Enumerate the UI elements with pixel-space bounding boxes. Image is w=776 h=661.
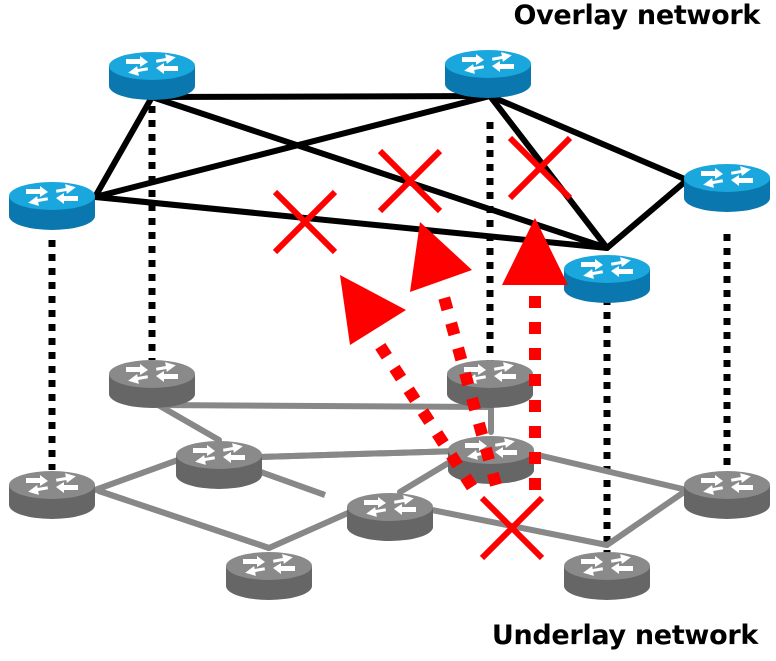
failure-x-icon [507, 135, 573, 201]
failure-x-icon [479, 495, 545, 561]
overlay-router-top-left[interactable] [109, 52, 195, 100]
router-arrows-icon [26, 184, 78, 206]
router-top [684, 471, 770, 499]
underlay-router-i[interactable] [684, 471, 770, 519]
arrow-head-icon [410, 222, 472, 292]
overlay-router-top-right[interactable] [445, 50, 531, 98]
underlay-network-label: Underlay network [491, 620, 758, 651]
arrow-head-icon [340, 275, 406, 345]
router-arrows-icon [126, 362, 178, 384]
overlay-router-bottom[interactable] [564, 255, 650, 303]
router-arrows-icon [243, 554, 295, 576]
overlay-link [604, 177, 690, 251]
underlay-router-g[interactable] [226, 552, 312, 600]
router-top [447, 360, 533, 388]
overlay-link [92, 93, 493, 200]
underlay-link [397, 459, 453, 495]
router-arrows-icon [701, 473, 753, 495]
underlay-link [429, 507, 610, 548]
router-top [564, 255, 650, 283]
router-arrows-icon [126, 54, 178, 76]
router-top [109, 360, 195, 388]
router-arrows-icon [364, 495, 416, 517]
router-arrows-icon [193, 443, 245, 465]
overlay-routers [9, 50, 770, 303]
underlay-link [150, 399, 222, 443]
underlay-router-h[interactable] [564, 552, 650, 600]
failure-propagation-arrow [436, 288, 502, 487]
underlay-router-b[interactable] [176, 441, 262, 489]
overlay-link [149, 93, 493, 100]
underlay-link [604, 487, 690, 548]
router-arrows-icon [26, 473, 78, 495]
failure-x-icon [272, 189, 338, 255]
overlay-router-right[interactable] [684, 164, 770, 212]
underlay-link [96, 488, 272, 551]
failure-markers [272, 135, 573, 561]
router-top [9, 471, 95, 499]
failure-propagation-arrow [367, 331, 478, 491]
router-top [445, 50, 531, 78]
router-top [109, 52, 195, 80]
overlay-link [149, 94, 610, 251]
overlay-router-left[interactable] [9, 182, 95, 230]
arrow-head-icon [502, 218, 568, 285]
overlay-link [487, 93, 690, 183]
overlay-link [92, 194, 610, 251]
underlay-link [266, 510, 351, 551]
router-top [564, 552, 650, 580]
underlay-router-d[interactable] [447, 360, 533, 408]
underlay-router-c[interactable] [9, 471, 95, 519]
underlay-router-a[interactable] [109, 360, 195, 408]
underlay-link [535, 452, 690, 493]
router-top [226, 552, 312, 580]
router-arrows-icon [581, 554, 633, 576]
overlay-link [92, 94, 155, 200]
mapping-links [48, 106, 731, 560]
underlay-router-f[interactable] [347, 493, 433, 541]
router-arrows-icon [581, 257, 633, 279]
router-top [684, 164, 770, 192]
router-top [347, 493, 433, 521]
router-arrows-icon [462, 52, 514, 74]
router-arrows-icon [701, 166, 753, 188]
overlay-network-label: Overlay network [513, 0, 760, 31]
overlay-link [487, 93, 610, 251]
underlay-link [150, 402, 494, 410]
router-top [9, 182, 95, 210]
overlay-links [92, 93, 690, 251]
router-top [176, 441, 262, 469]
underlay-links [92, 399, 690, 551]
underlay-link [92, 457, 181, 493]
failure-x-icon [377, 148, 443, 214]
